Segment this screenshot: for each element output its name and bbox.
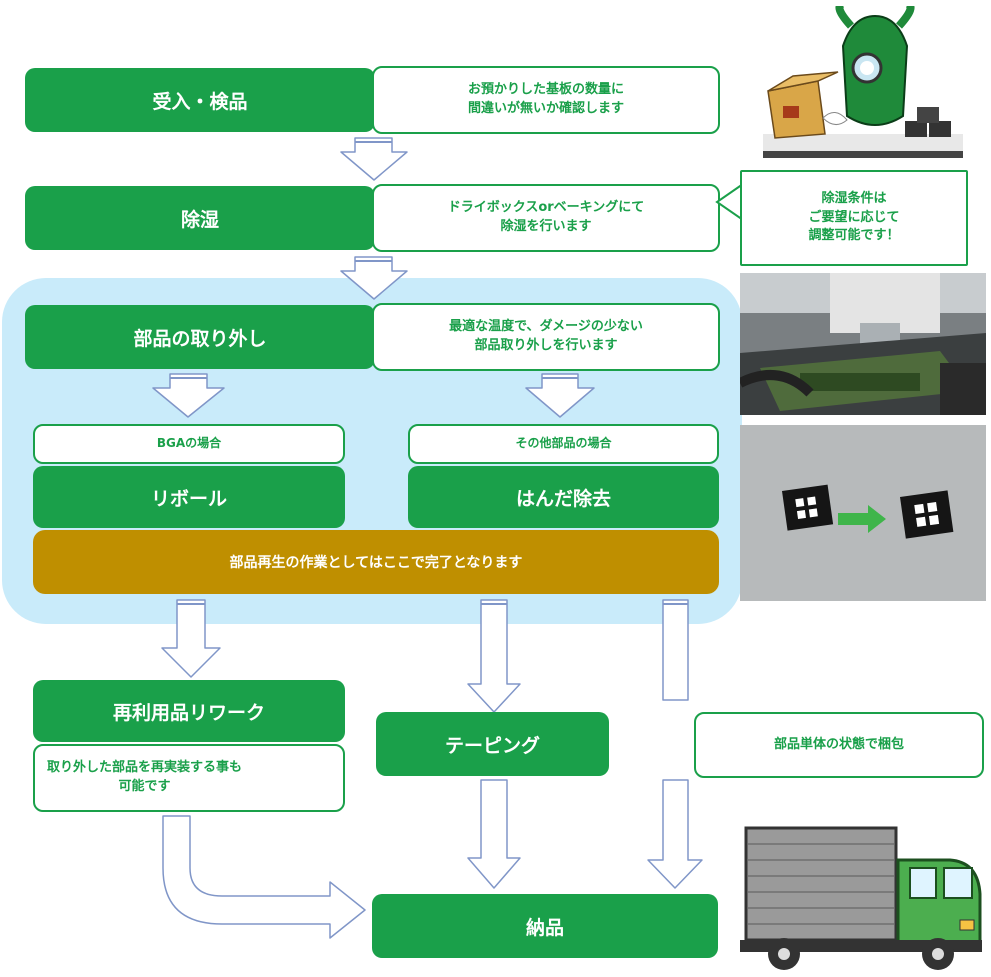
receive-description: お預かりした基板の数量に 間違いが無いか確認します bbox=[467, 82, 624, 116]
other-parts-label-box: その他部品の場合 bbox=[408, 424, 719, 464]
reuse-rework-box: 再利用品リワーク bbox=[33, 680, 345, 742]
delivery-truck-illustration bbox=[740, 826, 982, 970]
delivery-box: 納品 bbox=[372, 894, 718, 958]
arrow-to-package bbox=[662, 599, 689, 701]
component-removal-description: 最適な温度で、ダメージの少ない 部品取り外しを行います bbox=[449, 319, 643, 353]
arrow-down-right bbox=[525, 373, 595, 418]
reuse-rework-description-box: 取り外した部品を再実装する事も 可能です bbox=[33, 744, 345, 812]
dehumidification-box: 除湿 bbox=[25, 186, 375, 250]
beetle-mascot-illustration bbox=[763, 6, 963, 158]
component-removal-title: 部品の取り外し bbox=[133, 327, 267, 350]
dehumidification-description: ドライボックスorベーキングにて 除湿を行います bbox=[447, 200, 645, 234]
reball-title: リボール bbox=[150, 487, 227, 510]
other-parts-label: その他部品の場合 bbox=[515, 436, 612, 451]
arrow-down-2 bbox=[340, 256, 408, 300]
packaging-box: 部品単体の状態で梱包 bbox=[694, 712, 984, 778]
completion-bar: 部品再生の作業としてはここで完了となります bbox=[33, 530, 719, 594]
bga-chip-photo bbox=[740, 425, 986, 601]
receive-inspection-title: 受入・検品 bbox=[152, 90, 248, 113]
reuse-rework-description: 取り外した部品を再実装する事も 可能です bbox=[47, 760, 243, 794]
dehumidification-note-box: 除湿条件は ご要望に応じて 調整可能です！ bbox=[740, 170, 968, 266]
solder-removal-box: はんだ除去 bbox=[408, 466, 719, 528]
arrow-taping-to-delivery bbox=[467, 779, 521, 889]
arrow-package-to-delivery bbox=[647, 779, 703, 889]
delivery-title: 納品 bbox=[525, 916, 564, 939]
component-removal-box: 部品の取り外し bbox=[25, 305, 375, 369]
arrow-down-1 bbox=[340, 137, 408, 181]
receive-inspection-box: 受入・検品 bbox=[25, 68, 375, 132]
reball-box: リボール bbox=[33, 466, 345, 528]
receive-description-box: お預かりした基板の数量に 間違いが無いか確認します bbox=[372, 66, 720, 134]
dehumidification-note: 除湿条件は ご要望に応じて 調整可能です！ bbox=[808, 190, 900, 244]
arrow-to-rework bbox=[161, 599, 221, 678]
rework-machine-photo bbox=[740, 273, 986, 415]
taping-title: テーピング bbox=[444, 734, 540, 757]
taping-box: テーピング bbox=[376, 712, 609, 776]
packaging-text: 部品単体の状態で梱包 bbox=[773, 736, 904, 752]
reuse-rework-title: 再利用品リワーク bbox=[112, 701, 265, 724]
bga-case-label: BGAの場合 bbox=[156, 436, 222, 451]
dehumidification-description-box: ドライボックスorベーキングにて 除湿を行います bbox=[372, 184, 720, 252]
arrow-down-left bbox=[152, 373, 225, 418]
arrow-to-taping bbox=[467, 599, 521, 713]
arrow-rework-to-delivery bbox=[162, 815, 366, 939]
bga-case-label-box: BGAの場合 bbox=[33, 424, 345, 464]
dehumidification-title: 除湿 bbox=[180, 208, 219, 231]
completion-text: 部品再生の作業としてはここで完了となります bbox=[229, 555, 523, 571]
solder-removal-title: はんだ除去 bbox=[515, 487, 611, 510]
component-removal-description-box: 最適な温度で、ダメージの少ない 部品取り外しを行います bbox=[372, 303, 720, 371]
